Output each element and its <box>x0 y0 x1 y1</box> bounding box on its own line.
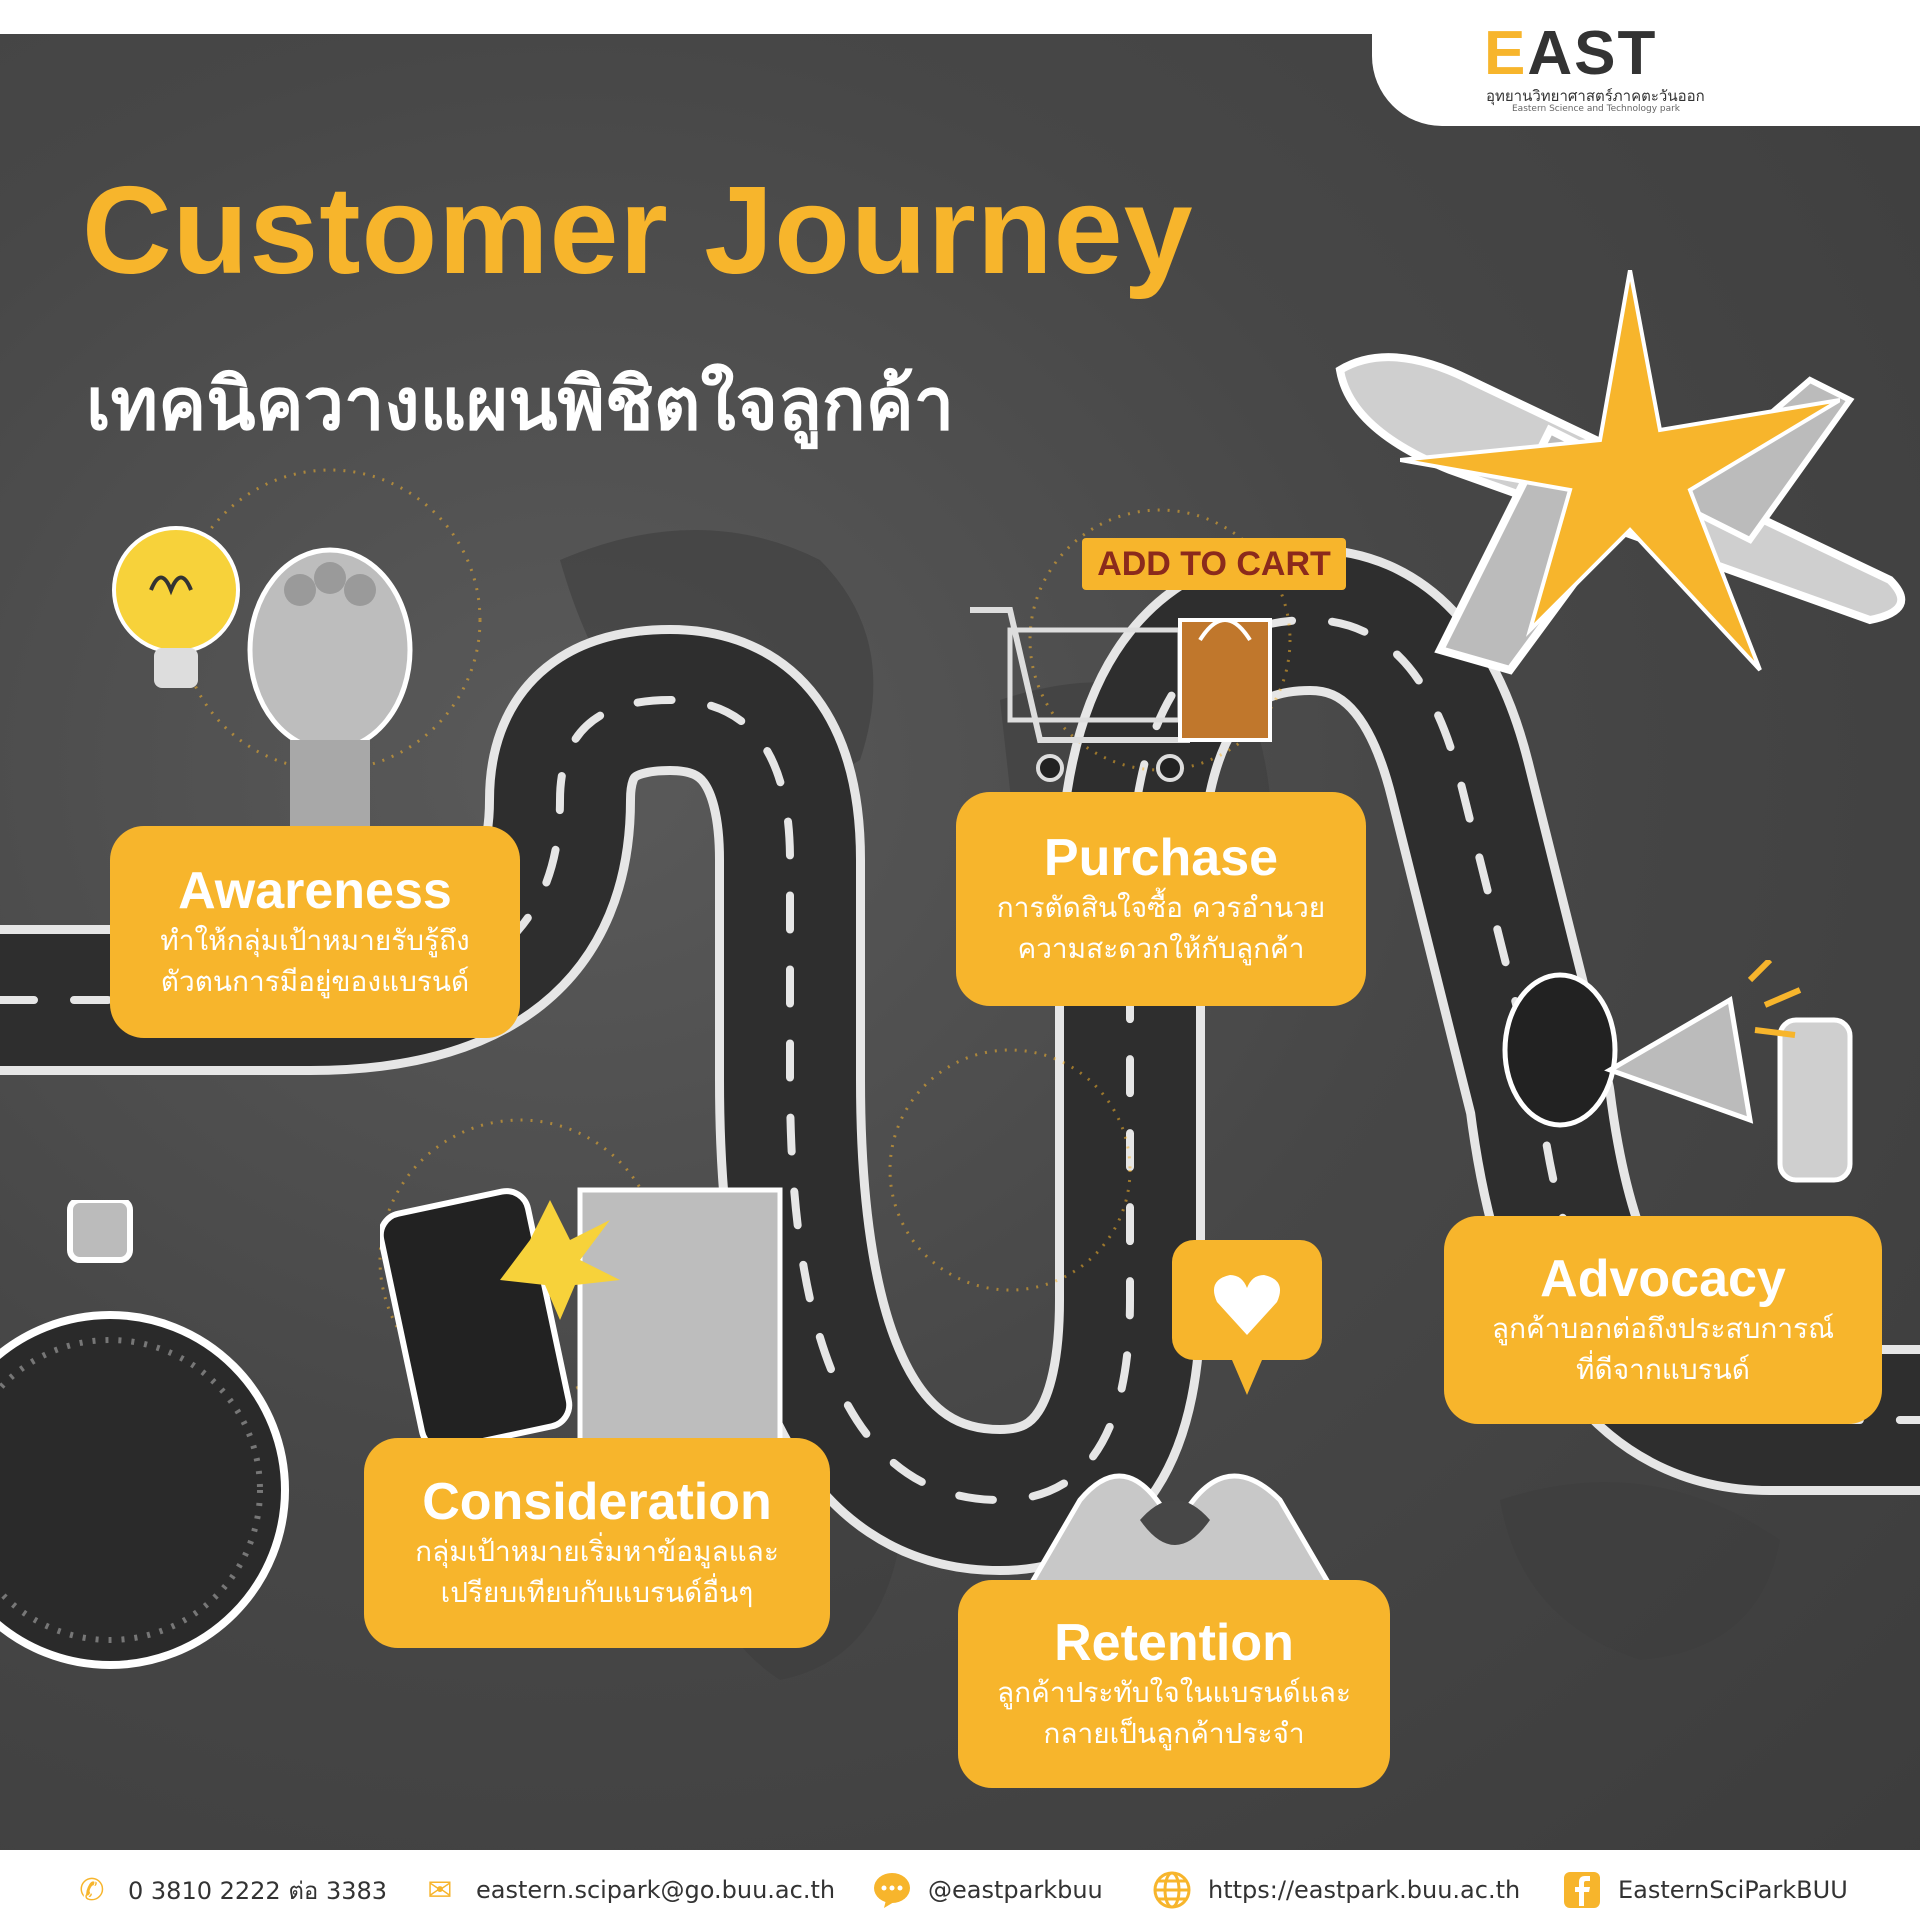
stage-desc-line1: ทำให้กลุ่มเป้าหมายรับรู้ถึง <box>160 924 470 958</box>
footer-phone-text: 0 3810 2222 ต่อ 3383 <box>128 1876 388 1905</box>
stage-title: Consideration <box>422 1472 772 1531</box>
footer-phone[interactable]: ✆ 0 3810 2222 ต่อ 3383 <box>70 1868 387 1912</box>
stopwatch-icon <box>0 1200 289 1669</box>
globe-icon <box>1150 1868 1194 1912</box>
stage-card-advocacy: Advocacy ลูกค้าบอกต่อถึงประสบการณ์ ที่ดี… <box>1444 1216 1882 1424</box>
stage-title: Advocacy <box>1540 1249 1786 1308</box>
logo-english-name: Eastern Science and Technology park <box>1512 104 1681 114</box>
stage-title: Purchase <box>1043 828 1279 887</box>
stage-desc-line1: ลูกค้าบอกต่อถึงประสบการณ์ <box>1491 1312 1835 1346</box>
stage-desc-line2: กลายเป็นลูกค้าประจำ <box>1043 1716 1305 1750</box>
stage-card-retention: Retention ลูกค้าประทับใจในแบรนด์และ กลาย… <box>958 1580 1390 1788</box>
footer-email-text: eastern.scipark@go.buu.ac.th <box>476 1876 836 1904</box>
stage-title: Retention <box>1054 1613 1294 1672</box>
stage-title: Awareness <box>178 861 452 920</box>
east-logo: EAST อุทยานวิทยาศาสตร์ภาคตะวันออก Easter… <box>1372 0 1920 126</box>
stage-desc-line1: กลุ่มเป้าหมายเริ่มหาข้อมูลและ <box>415 1535 779 1569</box>
lightbulb-icon <box>112 526 240 688</box>
add-to-cart-label: ADD TO CART <box>1097 544 1331 583</box>
add-to-cart-sign: ADD TO CART <box>1082 538 1346 590</box>
stage-desc-line2: เปรียบเทียบกับแบรนด์อื่นๆ <box>440 1575 754 1609</box>
page-title: Customer Journey <box>82 162 1194 300</box>
footer-line[interactable]: @eastparkbuu <box>870 1868 1103 1912</box>
phone-icon: ✆ <box>79 1872 105 1908</box>
stage-desc-line1: การตัดสินใจซื้อ ควรอำนวย <box>996 891 1326 925</box>
footer-website-text: https://eastpark.buu.ac.th <box>1208 1876 1521 1904</box>
stage-card-awareness: Awareness ทำให้กลุ่มเป้าหมายรับรู้ถึง ตั… <box>110 826 520 1038</box>
smartphone-comparison-icon <box>380 1187 783 1453</box>
heart-bubble-icon <box>1172 1240 1322 1395</box>
megaphone-icon <box>1502 960 1853 1183</box>
footer-email[interactable]: ✉ eastern.scipark@go.buu.ac.th <box>418 1868 835 1912</box>
page-subtitle: เทคนิควางแผนพิชิตใจลูกค้า <box>86 362 955 446</box>
stage-desc-line2: ตัวตนการมีอยู่ของแบรนด์ <box>160 964 470 998</box>
line-chat-icon <box>870 1868 914 1912</box>
stage-card-consideration: Consideration กลุ่มเป้าหมายเริ่มหาข้อมูล… <box>364 1438 830 1648</box>
logo-thai-name: อุทยานวิทยาศาสตร์ภาคตะวันออก <box>1486 87 1705 105</box>
statue-head-icon <box>247 547 413 830</box>
footer-line-text: @eastparkbuu <box>928 1876 1103 1904</box>
starburst-icon <box>1400 270 1840 672</box>
footer-website[interactable]: https://eastpark.buu.ac.th <box>1150 1868 1520 1912</box>
logo-wordmark: EAST <box>1484 19 1658 88</box>
stage-desc-line2: ความสะดวกให้กับลูกค้า <box>1017 931 1305 965</box>
shopping-cart-icon <box>970 607 1272 782</box>
stage-desc-line2: ที่ดีจากแบรนด์ <box>1576 1352 1750 1386</box>
footer-facebook[interactable]: EasternSciParkBUU <box>1560 1868 1848 1912</box>
stage-card-purchase: Purchase การตัดสินใจซื้อ ควรอำนวย ความสะ… <box>956 792 1366 1006</box>
facebook-icon <box>1560 1868 1604 1912</box>
footer-facebook-text: EasternSciParkBUU <box>1618 1876 1848 1904</box>
stage-desc-line1: ลูกค้าประทับใจในแบรนด์และ <box>997 1676 1351 1710</box>
mail-icon: ✉ <box>427 1872 453 1908</box>
